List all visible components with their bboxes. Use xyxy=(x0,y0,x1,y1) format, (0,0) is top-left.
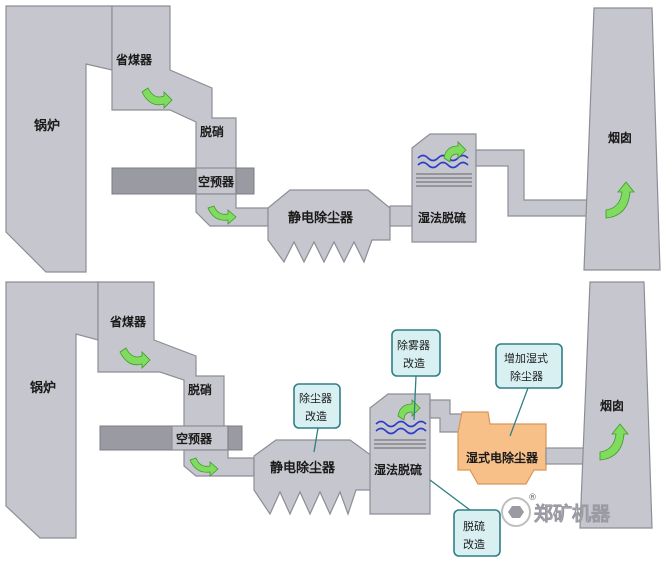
callout-demister-retrofit-line2: 改造 xyxy=(403,356,425,370)
top-fgd-label: 湿法脱硫 xyxy=(418,210,466,225)
bottom-boiler-label: 锅炉 xyxy=(30,380,56,396)
brand-logo-text: 郑矿机器 xyxy=(534,502,611,525)
callout-fgd-retrofit xyxy=(453,509,501,557)
bottom-duct-fgd-wetesp xyxy=(429,399,463,433)
callout-esp-retrofit-line1: 除尘器 xyxy=(299,391,332,405)
top-denitration-label: 脱硝 xyxy=(200,124,224,139)
bottom-chimney-label: 烟囱 xyxy=(600,398,624,413)
callout-esp-retrofit-pointer xyxy=(313,427,319,453)
bottom-esp xyxy=(253,439,373,516)
callout-fgd-retrofit-line2: 改造 xyxy=(463,537,485,551)
top-esp-label: 静电除尘器 xyxy=(288,210,354,226)
bottom-air-preheater-label: 空预器 xyxy=(176,431,213,446)
brand-logo-registered: ® xyxy=(528,493,537,503)
bottom-flow-arrow-ap xyxy=(189,457,219,477)
bottom-economizer-label: 省煤器 xyxy=(109,314,147,329)
top-boiler xyxy=(5,5,113,273)
callout-esp-retrofit xyxy=(293,383,341,429)
top-spray-wave-2 xyxy=(417,161,469,169)
top-flow-arrow-economizer xyxy=(141,87,173,109)
bottom-fgd-label: 湿法脱硫 xyxy=(374,462,422,477)
top-boiler-label: 锅炉 xyxy=(34,118,60,134)
bottom-wet-esp-label: 湿式电除尘器 xyxy=(466,450,539,465)
callout-add-wet-esp-line1: 增加湿式 xyxy=(504,351,548,365)
top-esp xyxy=(267,189,391,264)
top-economizer-duct xyxy=(111,5,237,173)
top-economizer-label: 省煤器 xyxy=(115,52,153,67)
callout-fgd-retrofit-line1: 脱硫 xyxy=(463,519,485,533)
bottom-flow-arrow-chimney xyxy=(599,423,629,461)
top-diagram: 锅炉 省煤器 脱硝 空预器 静电除尘器 湿法脱硫 烟囱 xyxy=(5,5,661,273)
bottom-air-preheater-left xyxy=(99,425,173,451)
callout-add-wet-esp xyxy=(495,343,563,389)
top-air-preheater-right xyxy=(235,167,255,195)
bottom-economizer-duct xyxy=(97,281,225,429)
callout-fgd-retrofit-pointer xyxy=(429,479,471,511)
top-air-preheater-label: 空预器 xyxy=(198,174,235,189)
bottom-wet-esp xyxy=(457,411,547,485)
bottom-chimney xyxy=(579,281,653,529)
callout-demister-retrofit-line1: 除雾器 xyxy=(397,338,430,352)
top-flow-arrow-fgd xyxy=(443,141,467,163)
bottom-air-preheater-right xyxy=(227,425,243,451)
bottom-esp-label: 静电除尘器 xyxy=(270,460,336,476)
top-fgd-tower xyxy=(411,133,477,243)
top-duct-ap-esp xyxy=(195,193,269,227)
bottom-spray-wave-2 xyxy=(375,427,427,435)
bottom-denitration-label: 脱硝 xyxy=(188,382,212,397)
bottom-diagram: 锅炉 省煤器 脱硝 空预器 静电除尘器 湿法脱硫 湿式电除尘器 烟囱 除尘器 改… xyxy=(5,281,653,557)
bottom-boiler xyxy=(5,281,99,539)
top-chimney-label: 烟囱 xyxy=(608,130,632,145)
callout-add-wet-esp-pointer xyxy=(509,387,529,437)
gear-icon xyxy=(508,506,524,518)
callout-esp-retrofit-line2: 改造 xyxy=(305,409,327,423)
bottom-flow-arrow-economizer xyxy=(119,347,151,369)
callout-add-wet-esp-line2: 除尘器 xyxy=(510,369,543,383)
top-duct-fgd-chimney xyxy=(475,149,597,217)
top-flow-arrow-ap xyxy=(207,205,237,225)
top-duct-esp-fgd xyxy=(389,205,413,227)
callout-demister-retrofit-pointer xyxy=(413,375,417,421)
bottom-air-preheater-mid xyxy=(171,425,229,451)
bottom-spray-wave-1 xyxy=(375,420,427,428)
bottom-duct-wetesp-chimney xyxy=(545,447,589,465)
top-air-preheater-left xyxy=(111,167,197,195)
brand-logo: 郑矿机器 ® xyxy=(501,493,611,527)
top-chimney xyxy=(583,7,661,271)
top-flow-arrow-chimney xyxy=(605,181,635,219)
